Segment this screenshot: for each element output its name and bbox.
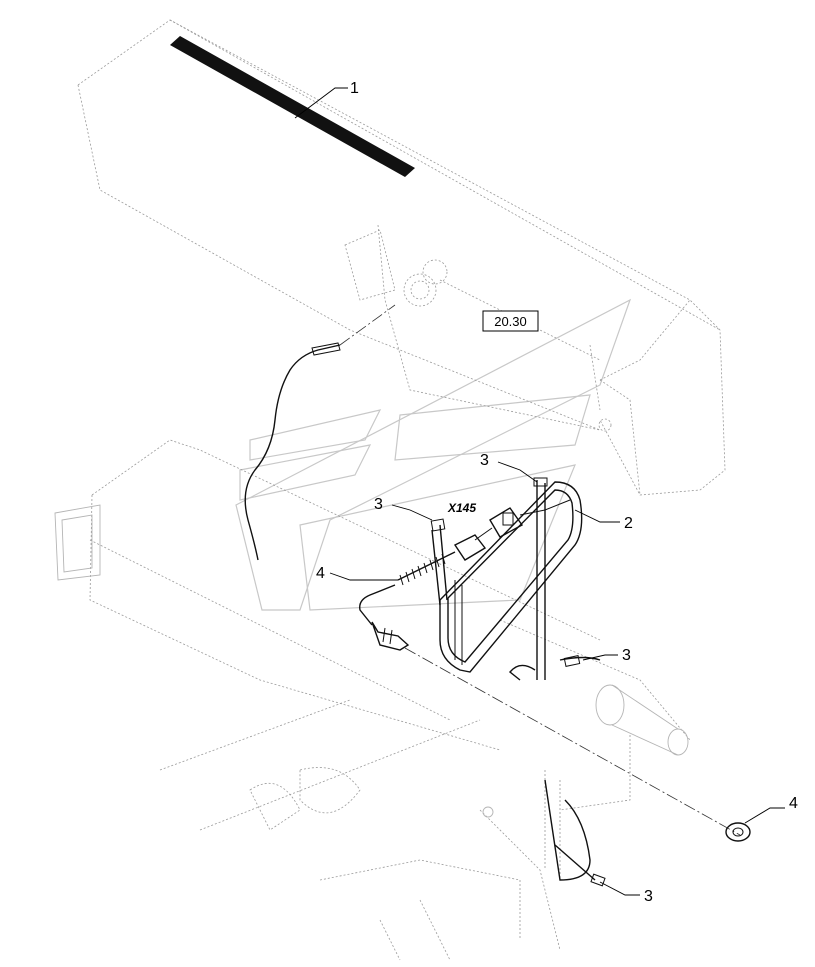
sensor-cable	[244, 304, 396, 561]
callout-4-nut: 4	[789, 795, 798, 812]
callout-3-bottom: 3	[644, 888, 653, 905]
callout-3-right: 3	[622, 647, 631, 664]
reference-box: 20.30	[482, 310, 539, 332]
callout-1: 1	[350, 80, 359, 97]
leader-lines	[294, 87, 785, 896]
callout-4-sensor: 4	[316, 565, 325, 582]
connector-label: X145	[447, 501, 476, 515]
upper-housing-ghost	[77, 19, 726, 496]
callout-3-top: 3	[480, 452, 489, 469]
watermark-logo	[235, 298, 632, 611]
callout-2: 2	[624, 515, 633, 532]
part-4-nut	[725, 822, 751, 842]
part-1-strip	[170, 36, 415, 177]
callout-3-left: 3	[374, 496, 383, 513]
lower-chassis-ghost	[54, 439, 691, 961]
part-4-sensor	[359, 551, 741, 836]
connector-x145	[453, 499, 571, 561]
part-2-bracket	[439, 481, 583, 673]
part-3-cable-ties	[430, 477, 606, 887]
reference-label: 20.30	[494, 314, 527, 329]
